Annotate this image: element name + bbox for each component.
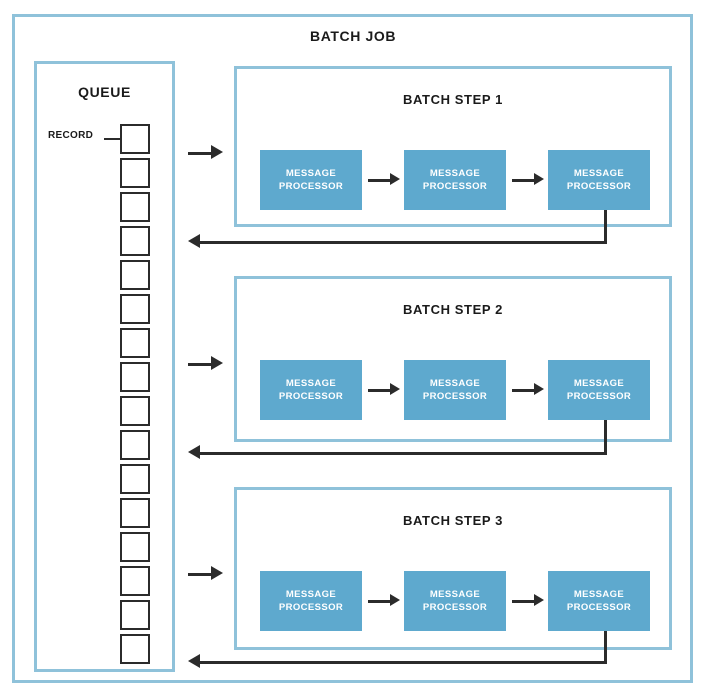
processor-chain-arrow-head [390, 173, 400, 185]
message-processor-box[interactable]: MESSAGE PROCESSOR [260, 571, 362, 631]
step-return-arrow-vertical [604, 420, 607, 455]
message-processor-label-line1: MESSAGE [573, 168, 625, 179]
message-processor-label-line2: PROCESSOR [278, 181, 344, 192]
message-processor-label-line2: PROCESSOR [278, 391, 344, 402]
message-processor-label-line1: MESSAGE [429, 378, 481, 389]
queue-record-square [120, 158, 150, 188]
queue-record-square [120, 600, 150, 630]
queue-to-step-arrow-line [188, 363, 212, 366]
message-processor-box[interactable]: MESSAGE PROCESSOR [404, 150, 506, 210]
queue-to-step-arrow-head [211, 145, 223, 159]
queue-record-square [120, 260, 150, 290]
step-return-arrow-vertical [604, 631, 607, 664]
processor-chain-arrow-line [512, 600, 534, 603]
message-processor-label-line1: MESSAGE [285, 378, 337, 389]
step-return-arrow-line [200, 661, 607, 664]
step-return-arrow-head [188, 654, 200, 668]
processor-chain-arrow-line [512, 179, 534, 182]
processor-chain-arrow-line [368, 389, 390, 392]
queue-record-square [120, 226, 150, 256]
step-return-arrow-head [188, 234, 200, 248]
message-processor-label-line1: MESSAGE [429, 168, 481, 179]
step-return-arrow-vertical [604, 210, 607, 244]
batch-step-title: BATCH STEP 2 [403, 302, 503, 317]
queue-record-square [120, 192, 150, 222]
queue-record-square [120, 464, 150, 494]
message-processor-box[interactable]: MESSAGE PROCESSOR [548, 150, 650, 210]
message-processor-box[interactable]: MESSAGE PROCESSOR [548, 571, 650, 631]
message-processor-box[interactable]: MESSAGE PROCESSOR [404, 360, 506, 420]
queue-to-step-arrow-line [188, 152, 212, 155]
step-return-arrow-head [188, 445, 200, 459]
batch-job-title: BATCH JOB [310, 28, 397, 44]
processor-chain-arrow-line [512, 389, 534, 392]
queue-record-square [120, 362, 150, 392]
processor-chain-arrow-line [368, 600, 390, 603]
processor-chain-arrow-head [534, 383, 544, 395]
queue-record-square [120, 124, 150, 154]
queue-frame [34, 61, 175, 672]
queue-record-square [120, 498, 150, 528]
queue-record-square [120, 532, 150, 562]
queue-title: QUEUE [78, 84, 131, 100]
message-processor-label-line2: PROCESSOR [278, 602, 344, 613]
queue-record-square [120, 566, 150, 596]
message-processor-label-line2: PROCESSOR [566, 181, 632, 192]
processor-chain-arrow-head [534, 173, 544, 185]
message-processor-label-line2: PROCESSOR [422, 602, 488, 613]
message-processor-label-line2: PROCESSOR [422, 391, 488, 402]
batch-step-title: BATCH STEP 1 [403, 92, 503, 107]
processor-chain-arrow-head [390, 383, 400, 395]
processor-chain-arrow-head [534, 594, 544, 606]
queue-record-square [120, 396, 150, 426]
record-leader-line [104, 138, 120, 140]
queue-record-square [120, 328, 150, 358]
message-processor-label-line2: PROCESSOR [422, 181, 488, 192]
message-processor-label-line1: MESSAGE [285, 589, 337, 600]
message-processor-box[interactable]: MESSAGE PROCESSOR [404, 571, 506, 631]
message-processor-box[interactable]: MESSAGE PROCESSOR [260, 360, 362, 420]
processor-chain-arrow-head [390, 594, 400, 606]
queue-record-square [120, 294, 150, 324]
step-return-arrow-line [200, 452, 607, 455]
record-label: RECORD [48, 130, 94, 141]
message-processor-box[interactable]: MESSAGE PROCESSOR [260, 150, 362, 210]
processor-chain-arrow-line [368, 179, 390, 182]
step-return-arrow-line [200, 241, 607, 244]
queue-record-square [120, 430, 150, 460]
message-processor-label-line2: PROCESSOR [566, 602, 632, 613]
batch-step-title: BATCH STEP 3 [403, 513, 503, 528]
message-processor-box[interactable]: MESSAGE PROCESSOR [548, 360, 650, 420]
queue-record-square [120, 634, 150, 664]
message-processor-label-line1: MESSAGE [285, 168, 337, 179]
queue-to-step-arrow-line [188, 573, 212, 576]
message-processor-label-line2: PROCESSOR [566, 391, 632, 402]
queue-to-step-arrow-head [211, 356, 223, 370]
message-processor-label-line1: MESSAGE [573, 378, 625, 389]
queue-to-step-arrow-head [211, 566, 223, 580]
message-processor-label-line1: MESSAGE [573, 589, 625, 600]
message-processor-label-line1: MESSAGE [429, 589, 481, 600]
